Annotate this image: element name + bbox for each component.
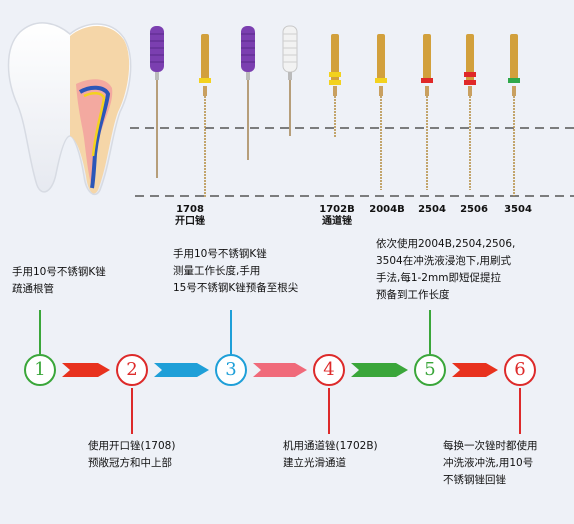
file-label-bottom: 通道锉 [322,216,352,227]
step-text-3: 手用10号不锈钢K锉测量工作长度,手用 15号不锈钢K锉预备至根尖 [173,246,298,297]
file-ring [375,78,387,83]
file-2 [199,34,211,198]
step-circle-4: 4 [313,354,345,386]
file-label-top: 2504 [418,204,446,215]
flow-arrow-1 [62,363,110,377]
flow-arrow-3 [253,363,307,377]
rotary-files-illustration [130,25,574,198]
flow-arrow-shape [351,363,408,377]
file-shank [423,34,431,82]
step-circle-6: 6 [504,354,536,386]
file-neck [379,86,383,96]
file-ring [199,78,211,83]
step-text-line: 冲洗液冲洗,用10号 [443,457,534,469]
file-9 [508,34,520,196]
file-ring [421,78,433,83]
file-ring [508,78,520,83]
file-label-4: 2504 [402,204,462,216]
file-neck [288,72,292,80]
flow-arrow-shape [62,363,110,377]
file-8 [464,34,476,190]
step-text-line: 测量工作长度,手用 [173,265,261,277]
file-neck [203,86,207,96]
step-connector-6 [519,388,521,434]
file-shank [510,34,518,82]
file-ring [464,80,476,85]
step-text-line: 不锈钢锉回锉 [443,474,506,486]
file-handle [241,26,255,72]
step-text-line: 手法,每1-2mm即短促提拉 [376,272,501,284]
step-text-1: 手用10号不锈钢K锉疏通根管 [12,264,106,298]
file-ring [329,80,341,85]
file-1 [150,26,164,178]
file-label-top: 1708 [176,204,204,215]
file-shank [466,34,474,82]
file-ring [464,72,476,77]
step-text-line: 预备到工作长度 [376,289,450,301]
step-text-line: 使用开口锉(1708) [88,440,176,452]
file-label-6: 3504 [488,204,548,216]
file-neck [512,86,516,96]
file-5 [329,34,341,138]
tooth-nerve-blue [78,85,111,189]
file-label-top: 1702B [319,204,355,215]
step-circle-1: 1 [24,354,56,386]
step-connector-2 [131,388,133,434]
step-text-line: 每换一次锉时都使用 [443,440,538,452]
file-handle [282,25,298,73]
flow-arrow-2 [154,363,209,377]
step-circle-2: 2 [116,354,148,386]
step-connector-1 [39,310,41,354]
file-neck [468,86,472,96]
file-6 [375,34,387,190]
file-3 [241,26,255,160]
step-circle-3: 3 [215,354,247,386]
file-label-top: 2004B [369,204,405,215]
file-neck [155,72,159,80]
file-7 [421,34,433,190]
flow-arrow-4 [351,363,408,377]
step-text-line: 3504在冲洗液浸泡下,用刷式 [376,255,512,267]
step-text-line: 建立光滑通道 [283,457,346,469]
file-neck [333,86,337,96]
step-text-line: 预敞冠方和中上部 [88,457,172,469]
flow-arrow-5 [452,363,498,377]
step-text-line: 疏通根管 [12,283,54,295]
file-handle [150,26,164,72]
file-label-bottom: 开口锉 [175,216,205,227]
flow-arrow-shape [154,363,209,377]
file-label-5: 2506 [444,204,504,216]
step-text-line: 依次使用2004B,2504,2506, [376,238,516,250]
file-shank [377,34,385,82]
step-connector-3 [230,310,232,354]
step-text-line: 15号不锈钢K锉预备至根尖 [173,282,299,294]
file-4 [282,25,298,136]
flow-arrow-shape [253,363,307,377]
file-label-3: 2004B [357,204,417,216]
step-text-line: 手用10号不锈钢K锉 [173,248,267,260]
file-label-top: 3504 [504,204,532,215]
step-text-line: 手用10号不锈钢K锉 [12,266,106,278]
step-text-line: 机用通道锉(1702B) [283,440,378,452]
step-text-5: 依次使用2004B,2504,2506, 3504在冲洗液浸泡下,用刷式手法,每1… [376,236,515,304]
file-label-top: 2506 [460,204,488,215]
file-shank [331,34,339,82]
file-neck [246,72,250,80]
file-neck [425,86,429,96]
step-text-4: 机用通道锉(1702B) 建立光滑通道 [283,438,378,472]
step-connector-4 [328,388,330,434]
step-circle-5: 5 [414,354,446,386]
tooth-nerve-yellow [83,92,106,157]
flow-arrow-shape [452,363,498,377]
step-connector-5 [429,310,431,354]
file-ring [329,72,341,77]
step-text-2: 使用开口锉(1708) 预敞冠方和中上部 [88,438,175,472]
step-text-6: 每换一次锉时都使用冲洗液冲洗,用10号不锈钢锉回锉 [443,438,538,489]
tooth-illustration [7,22,132,196]
file-shank [201,34,209,82]
